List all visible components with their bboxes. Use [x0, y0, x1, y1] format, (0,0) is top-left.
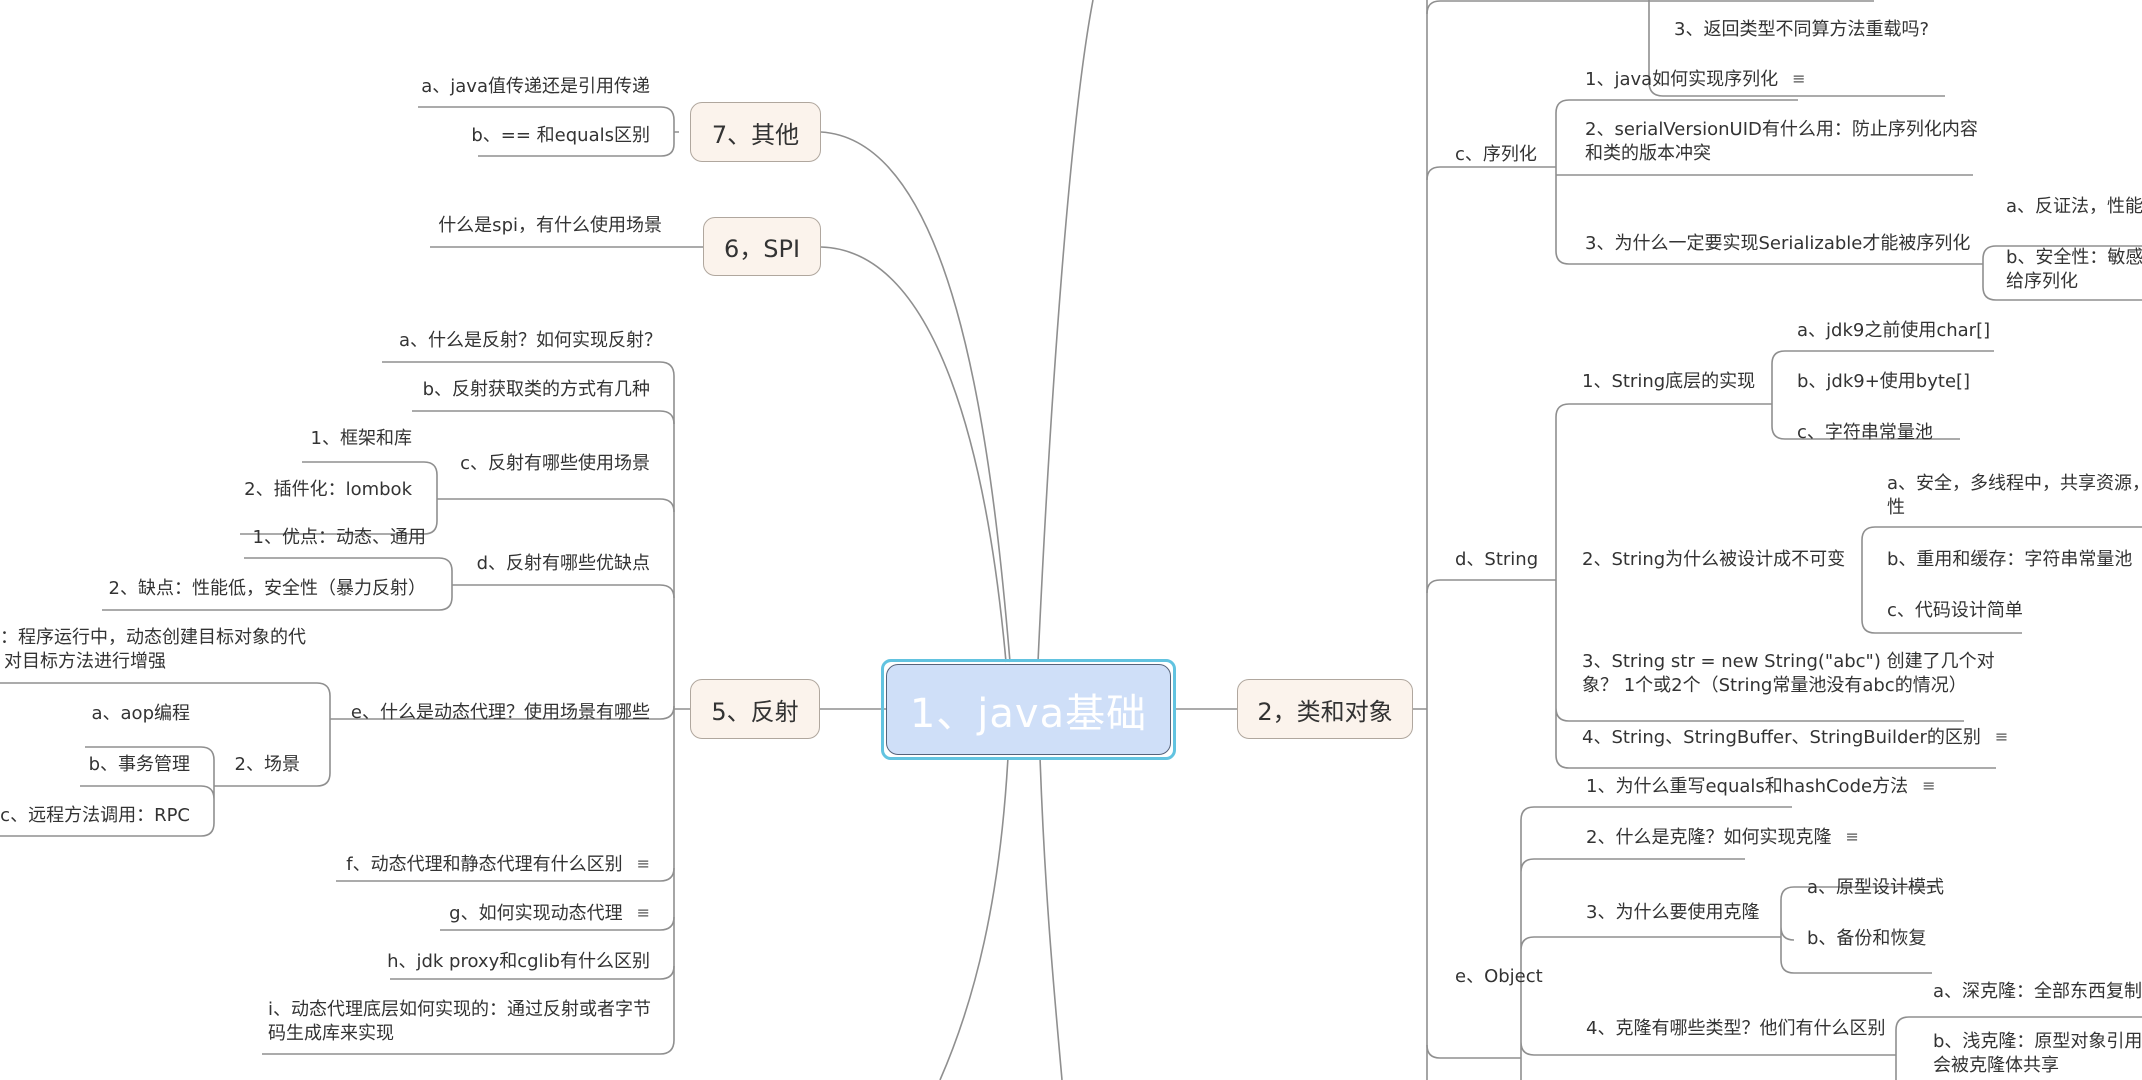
topic-reflection-g-label: g、如何实现动态代理: [449, 903, 623, 924]
topic-jdk9-char[interactable]: a、jdk9之前使用char[]: [1797, 320, 1991, 341]
topic-what-is-clone-label: 2、什么是克隆？如何实现克隆: [1586, 827, 1832, 848]
topic-serial-version-uid-line1: 2、serialVersionUID有什么用：防止序列化内容: [1585, 119, 1978, 140]
connector-reflection-c: [438, 498, 675, 513]
topic-string-buffer-builder[interactable]: 4、String、StringBuffer、StringBuilder的区别 ≡: [1582, 724, 2008, 751]
topic-serial-version-uid-line2: 和类的版本冲突: [1585, 143, 1711, 164]
branch-spi-label: 6，SPI: [723, 235, 801, 263]
topic-value-or-reference[interactable]: a、java值传递还是引用传递: [421, 76, 650, 97]
topic-java-serialization[interactable]: 1、java如何实现序列化 ≡: [1585, 66, 1806, 93]
topic-simple-design[interactable]: c、代码设计简单: [1887, 600, 2023, 621]
topic-dynamic-proxy-def-line1: ：程序运行中，动态创建目标对象的代: [0, 627, 306, 648]
topic-string-impl[interactable]: 1、String底层的实现: [1582, 371, 1756, 392]
topic-reuse-cache[interactable]: b、重用和缓存：字符串常量池: [1887, 549, 2133, 570]
topic-reflection-e[interactable]: e、什么是动态代理？使用场景有哪些: [350, 702, 650, 723]
topic-equals-hashcode-label: 1、为什么重写equals和hashCode方法: [1586, 776, 1909, 797]
topic-pros[interactable]: 1、优点：动态、通用: [252, 527, 426, 548]
branch-classes-and-objects[interactable]: 2，类和对象: [1237, 679, 1413, 739]
topic-security-sensitive-line1: b、安全性：敏感: [2006, 247, 2142, 268]
topic-serialization[interactable]: c、序列化: [1455, 144, 1537, 165]
topic-backup-restore[interactable]: b、备份和恢复: [1807, 928, 1927, 949]
topic-string-immutable[interactable]: 2、String为什么被设计成不可变: [1582, 549, 1846, 570]
topic-object[interactable]: e、Object: [1455, 966, 1543, 987]
topic-new-string-objects-line2: 象？ 1个或2个（String常量池没有abc的情况）: [1582, 675, 1967, 696]
root-selection-outline: [881, 659, 1176, 760]
topic-reflection-i[interactable]: i、动态代理底层如何实现的：通过反射或者字节 码生成库来实现: [268, 998, 651, 1046]
topic-serial-version-uid[interactable]: 2、serialVersionUID有什么用：防止序列化内容 和类的版本冲突: [1585, 118, 1978, 166]
connector-reflection-b: [412, 410, 675, 425]
topic-reflection-g[interactable]: g、如何实现动态代理 ≡: [449, 900, 650, 927]
topic-string-buffer-builder-label: 4、String、StringBuffer、StringBuilder的区别: [1582, 727, 1981, 748]
topic-prototype-pattern[interactable]: a、原型设计模式: [1807, 877, 1945, 898]
topic-reflection-i-line2: 码生成库来实现: [268, 1023, 394, 1044]
connector-reflection-d: [452, 584, 675, 599]
topic-immutable-security-line1: a、安全，多线程中，共享资源，: [1887, 473, 2142, 494]
topic-shallow-clone[interactable]: b、浅克隆：原型对象引用 会被克隆体共享: [1933, 1030, 2142, 1078]
topic-overload-return-type[interactable]: 3、返回类型不同算方法重载吗?: [1674, 19, 1930, 40]
topic-jdk9-byte[interactable]: b、jdk9+使用byte[]: [1797, 371, 1971, 392]
topic-rpc[interactable]: c、远程方法调用：RPC: [0, 805, 190, 826]
topic-why-serializable[interactable]: 3、为什么一定要实现Serializable才能被序列化: [1585, 233, 1971, 254]
topic-reflection-c[interactable]: c、反射有哪些使用场景: [460, 453, 650, 474]
note-icon[interactable]: ≡: [1922, 776, 1936, 795]
topic-string[interactable]: d、String: [1455, 549, 1539, 570]
topic-shallow-clone-line2: 会被克隆体共享: [1933, 1055, 2059, 1076]
connector-string: [1426, 403, 1996, 769]
connector-root-spi: [820, 246, 1007, 663]
connector-root-down2: [1039, 756, 1063, 1080]
topic-java-serialization-label: 1、java如何实现序列化: [1585, 69, 1779, 90]
topic-scenes[interactable]: 2、场景: [234, 754, 300, 775]
topic-proof-by-contradiction[interactable]: a、反证法，性能: [2006, 196, 2142, 217]
note-icon[interactable]: ≡: [636, 903, 650, 922]
connector-root-other: [820, 131, 1011, 663]
topic-dynamic-proxy-def[interactable]: ：程序运行中，动态创建目标对象的代 对目标方法进行增强: [0, 626, 306, 674]
topic-reflection-f-label: f、动态代理和静态代理有什么区别: [346, 854, 623, 875]
topic-reflection-h[interactable]: h、jdk proxy和cglib有什么区别: [387, 951, 650, 972]
topic-reflection-b[interactable]: b、反射获取类的方式有几种: [422, 379, 650, 400]
topic-plugin-lombok[interactable]: 2、插件化：lombok: [244, 479, 412, 500]
branch-reflection[interactable]: 5、反射: [690, 679, 820, 739]
topic-transactions[interactable]: b、事务管理: [88, 754, 190, 775]
root-topic[interactable]: 1、java基础: [886, 664, 1171, 755]
topic-clone-types[interactable]: 4、克隆有哪些类型？他们有什么区别: [1586, 1018, 1886, 1039]
branch-spi[interactable]: 6，SPI: [703, 217, 821, 276]
topic-what-is-clone[interactable]: 2、什么是克隆？如何实现克隆 ≡: [1586, 824, 1859, 851]
topic-security-sensitive[interactable]: b、安全性：敏感 给序列化: [2006, 246, 2142, 294]
root-topic-label: 1、java基础: [909, 690, 1148, 737]
topic-framework-lib[interactable]: 1、框架和库: [310, 428, 412, 449]
branch-reflection-label: 5、反射: [711, 697, 799, 726]
topic-new-string-objects[interactable]: 3、String str = new String("abc") 创建了几个对 …: [1582, 650, 1995, 698]
connector-root-up: [1037, 0, 1094, 663]
topic-cons[interactable]: 2、缺点：性能低，安全性（暴力反射）: [108, 578, 426, 599]
topic-why-clone[interactable]: 3、为什么要使用克隆: [1586, 902, 1760, 923]
topic-new-string-objects-line1: 3、String str = new String("abc") 创建了几个对: [1582, 651, 1995, 672]
topic-reflection-d[interactable]: d、反射有哪些优缺点: [476, 553, 650, 574]
note-icon[interactable]: ≡: [1994, 727, 2009, 746]
topic-reflection-a[interactable]: a、什么是反射？如何实现反射？: [398, 330, 662, 351]
topic-what-is-spi[interactable]: 什么是spi，有什么使用场景: [438, 215, 662, 236]
branch-classes-label: 2，类和对象: [1257, 697, 1393, 726]
connector-classes-spine: [1413, 0, 1428, 1080]
topic-string-pool[interactable]: c、字符串常量池: [1797, 422, 1933, 443]
branch-other[interactable]: 7、其他: [690, 102, 821, 162]
topic-reflection-i-line1: i、动态代理底层如何实现的：通过反射或者字节: [268, 999, 651, 1020]
topic-immutable-security-line2: 性: [1887, 497, 1905, 518]
note-icon[interactable]: ≡: [636, 854, 650, 873]
note-icon[interactable]: ≡: [1792, 69, 1806, 88]
topic-deep-clone[interactable]: a、深克隆：全部东西复制: [1933, 981, 2142, 1002]
topic-equals-diff[interactable]: b、== 和equals区别: [471, 125, 650, 146]
branch-other-label: 7、其他: [711, 120, 800, 149]
topic-security-sensitive-line2: 给序列化: [2006, 271, 2078, 292]
connector-top-line: [1426, 0, 1874, 15]
topic-dynamic-proxy-def-line2: 对目标方法进行增强: [4, 651, 166, 672]
topic-equals-hashcode[interactable]: 1、为什么重写equals和hashCode方法 ≡: [1586, 773, 1935, 800]
note-icon[interactable]: ≡: [1845, 827, 1859, 846]
connector-root-down1: [939, 756, 1009, 1080]
topic-immutable-security[interactable]: a、安全，多线程中，共享资源， 性: [1887, 472, 2142, 520]
topic-shallow-clone-line1: b、浅克隆：原型对象引用: [1933, 1031, 2142, 1052]
topic-aop[interactable]: a、aop编程: [91, 703, 191, 724]
topic-reflection-f[interactable]: f、动态代理和静态代理有什么区别 ≡: [346, 851, 650, 878]
